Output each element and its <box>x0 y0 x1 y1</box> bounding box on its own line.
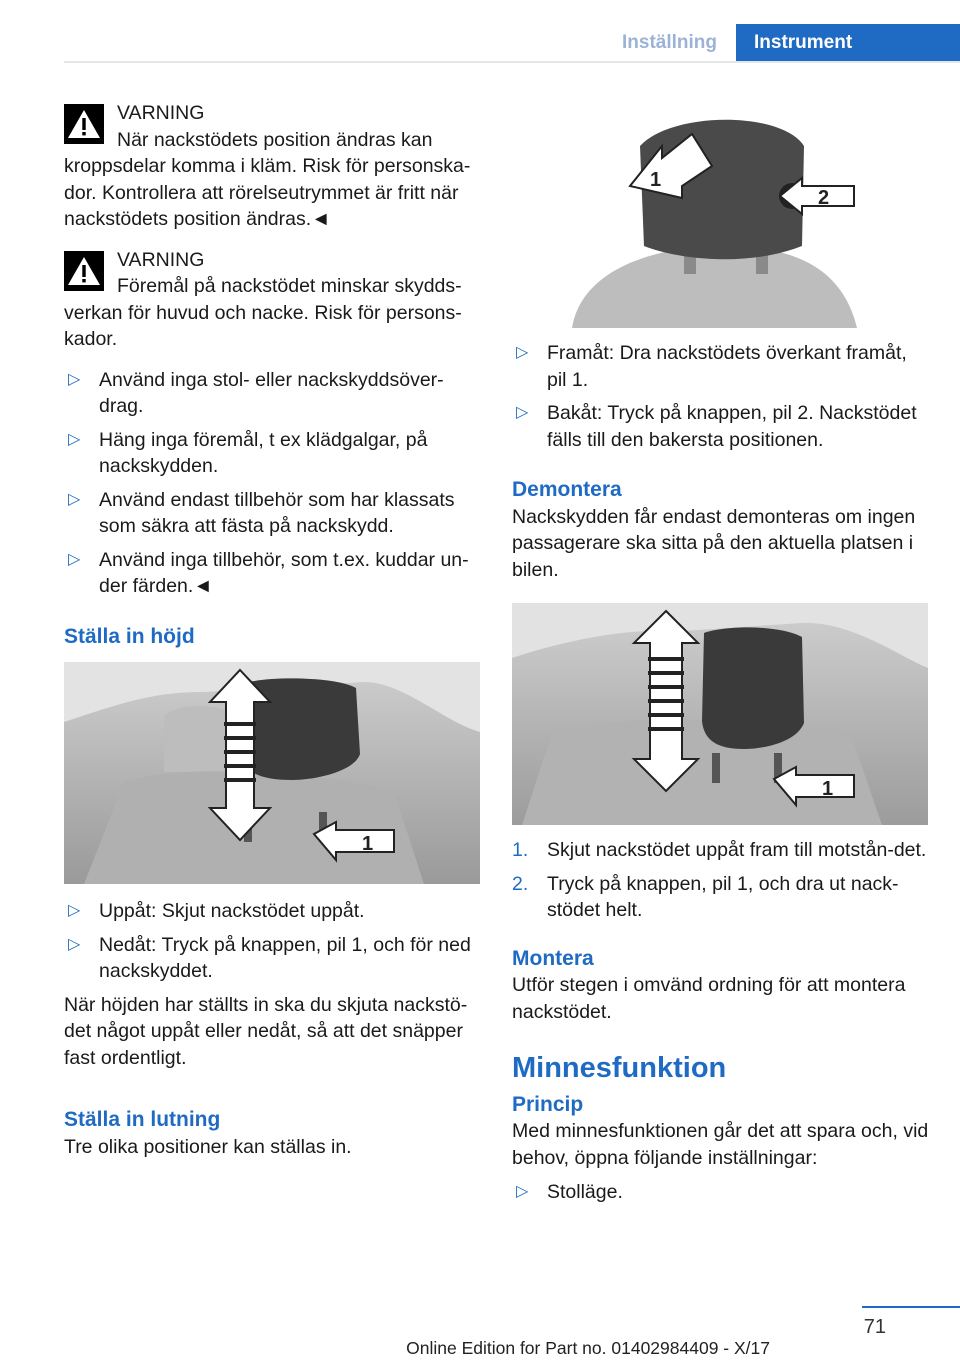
paragraph: Nackskydden får endast demonteras om ing… <box>512 505 916 581</box>
page-number: 71 <box>863 1316 886 1338</box>
paragraph: Utför stegen i omvänd ordning för att mo… <box>512 974 906 1023</box>
arrow-label: 1 <box>362 833 373 855</box>
list-item-text: Skjut nackstödet uppåt fram till motstån… <box>547 839 927 861</box>
list-item: ▷ Framåt: Dra nackstödets överkant framåt… <box>512 340 929 393</box>
tab-installning[interactable]: Inställning <box>622 32 717 53</box>
header-rule <box>64 61 960 63</box>
headrest-height-figure: 1 <box>64 662 480 884</box>
section-heading-remove: Demontera <box>512 478 622 501</box>
triangle-bullet-icon: ▷ <box>68 430 81 448</box>
step-number: 2. <box>512 872 529 895</box>
list-item: ▷ Häng inga föremål, t ex klädgalgar, på … <box>64 427 481 480</box>
list-item-text: Uppåt: Skjut nackstödet uppåt. <box>99 900 365 922</box>
triangle-bullet-icon: ▷ <box>68 935 81 953</box>
section-heading-principle: Princip <box>512 1092 584 1116</box>
footer-rule <box>862 1306 960 1308</box>
right-column: 1 2 ▷ Framåt: Dra nackstödets överkant fr… <box>512 106 929 1213</box>
arrow-label: 1 <box>650 169 661 191</box>
warning-body: Föremål på nackstödet minskar skydds-ver… <box>64 275 462 350</box>
step-number: 1. <box>512 839 529 861</box>
triangle-bullet-icon: ▷ <box>516 404 529 421</box>
triangle-bullet-icon: ▷ <box>68 550 81 568</box>
list-item-text: Framåt: Dra nackstödets överkant framåt,… <box>547 342 907 391</box>
left-column: VARNING När nackstödets position ändras … <box>64 100 481 1160</box>
list-item-text: Bakåt: Tryck på knappen, pil 2. Nackstöd… <box>547 402 917 451</box>
list-item-text: Använd inga stol- eller nackskyddsöver-d… <box>99 368 444 418</box>
warning-body: När nackstödets position ändras kan krop… <box>64 128 471 231</box>
paragraph: När höjden har ställts in ska du skjuta … <box>64 993 468 1069</box>
warning-block: VARNING Föremål på nackstödet minskar sk… <box>64 247 481 353</box>
arrow-label: 1 <box>822 778 833 800</box>
arrow-label: 2 <box>818 187 829 209</box>
warning-title: VARNING <box>117 248 205 271</box>
section-heading-tilt: Ställa in lutning <box>64 1108 221 1131</box>
section-heading-height: Ställa in höjd <box>64 624 195 648</box>
triangle-bullet-icon: ▷ <box>68 370 81 388</box>
paragraph: Med minnesfunktionen går det att spara o… <box>512 1120 929 1169</box>
warning-block: VARNING När nackstödets position ändras … <box>64 100 481 233</box>
list-item: ▷ Stolläge. <box>512 1179 929 1206</box>
triangle-bullet-icon: ▷ <box>516 1183 529 1200</box>
edition-text: Online Edition for Part no. 01402984409 … <box>406 1338 770 1358</box>
section-heading-mount: Montera <box>512 946 594 970</box>
warning-icon <box>64 250 104 291</box>
list-item: 2. Tryck på knappen, pil 1, och dra ut na… <box>512 871 929 924</box>
list-item: 1. Skjut nackstödet uppåt fram till motst… <box>512 837 929 864</box>
list-item: ▷ Nedåt: Tryck på knappen, pil 1, och för… <box>64 932 481 985</box>
triangle-bullet-icon: ▷ <box>68 490 81 508</box>
list-item-text: Stolläge. <box>547 1181 623 1203</box>
warning-title: VARNING <box>117 102 205 124</box>
triangle-bullet-icon: ▷ <box>516 344 529 361</box>
chapter-heading-memory: Minnesfunktion <box>512 1052 727 1084</box>
list-item: ▷ Använd endast tillbehör som har klassat… <box>64 487 481 540</box>
list-item: ▷ Använd inga stol- eller nackskyddsöver-… <box>64 367 481 420</box>
list-item-text: Tryck på knappen, pil 1, och dra ut nack… <box>547 872 899 922</box>
headrest-tilt-figure: 1 2 <box>512 106 928 328</box>
warning-icon <box>64 104 104 144</box>
list-item-text: Använd inga tillbehör, som t.ex. kuddar … <box>99 548 469 598</box>
list-item-text: Använd endast tillbehör som har klassats… <box>99 488 455 538</box>
tab-instrument[interactable]: Instrument <box>736 24 960 61</box>
triangle-bullet-icon: ▷ <box>68 902 81 919</box>
list-item-text: Häng inga föremål, t ex klädgalgar, på n… <box>99 428 428 478</box>
list-item: ▷ Bakåt: Tryck på knappen, pil 2. Nackstö… <box>512 400 929 453</box>
headrest-remove-figure: 1 <box>512 603 928 825</box>
paragraph: Tre olika positioner kan ställas in. <box>64 1135 352 1158</box>
list-item: ▷ Använd inga tillbehör, som t.ex. kuddar… <box>64 547 481 600</box>
list-item: ▷ Uppåt: Skjut nackstödet uppåt. <box>64 898 481 925</box>
list-item-text: Nedåt: Tryck på knappen, pil 1, och för … <box>99 933 471 983</box>
